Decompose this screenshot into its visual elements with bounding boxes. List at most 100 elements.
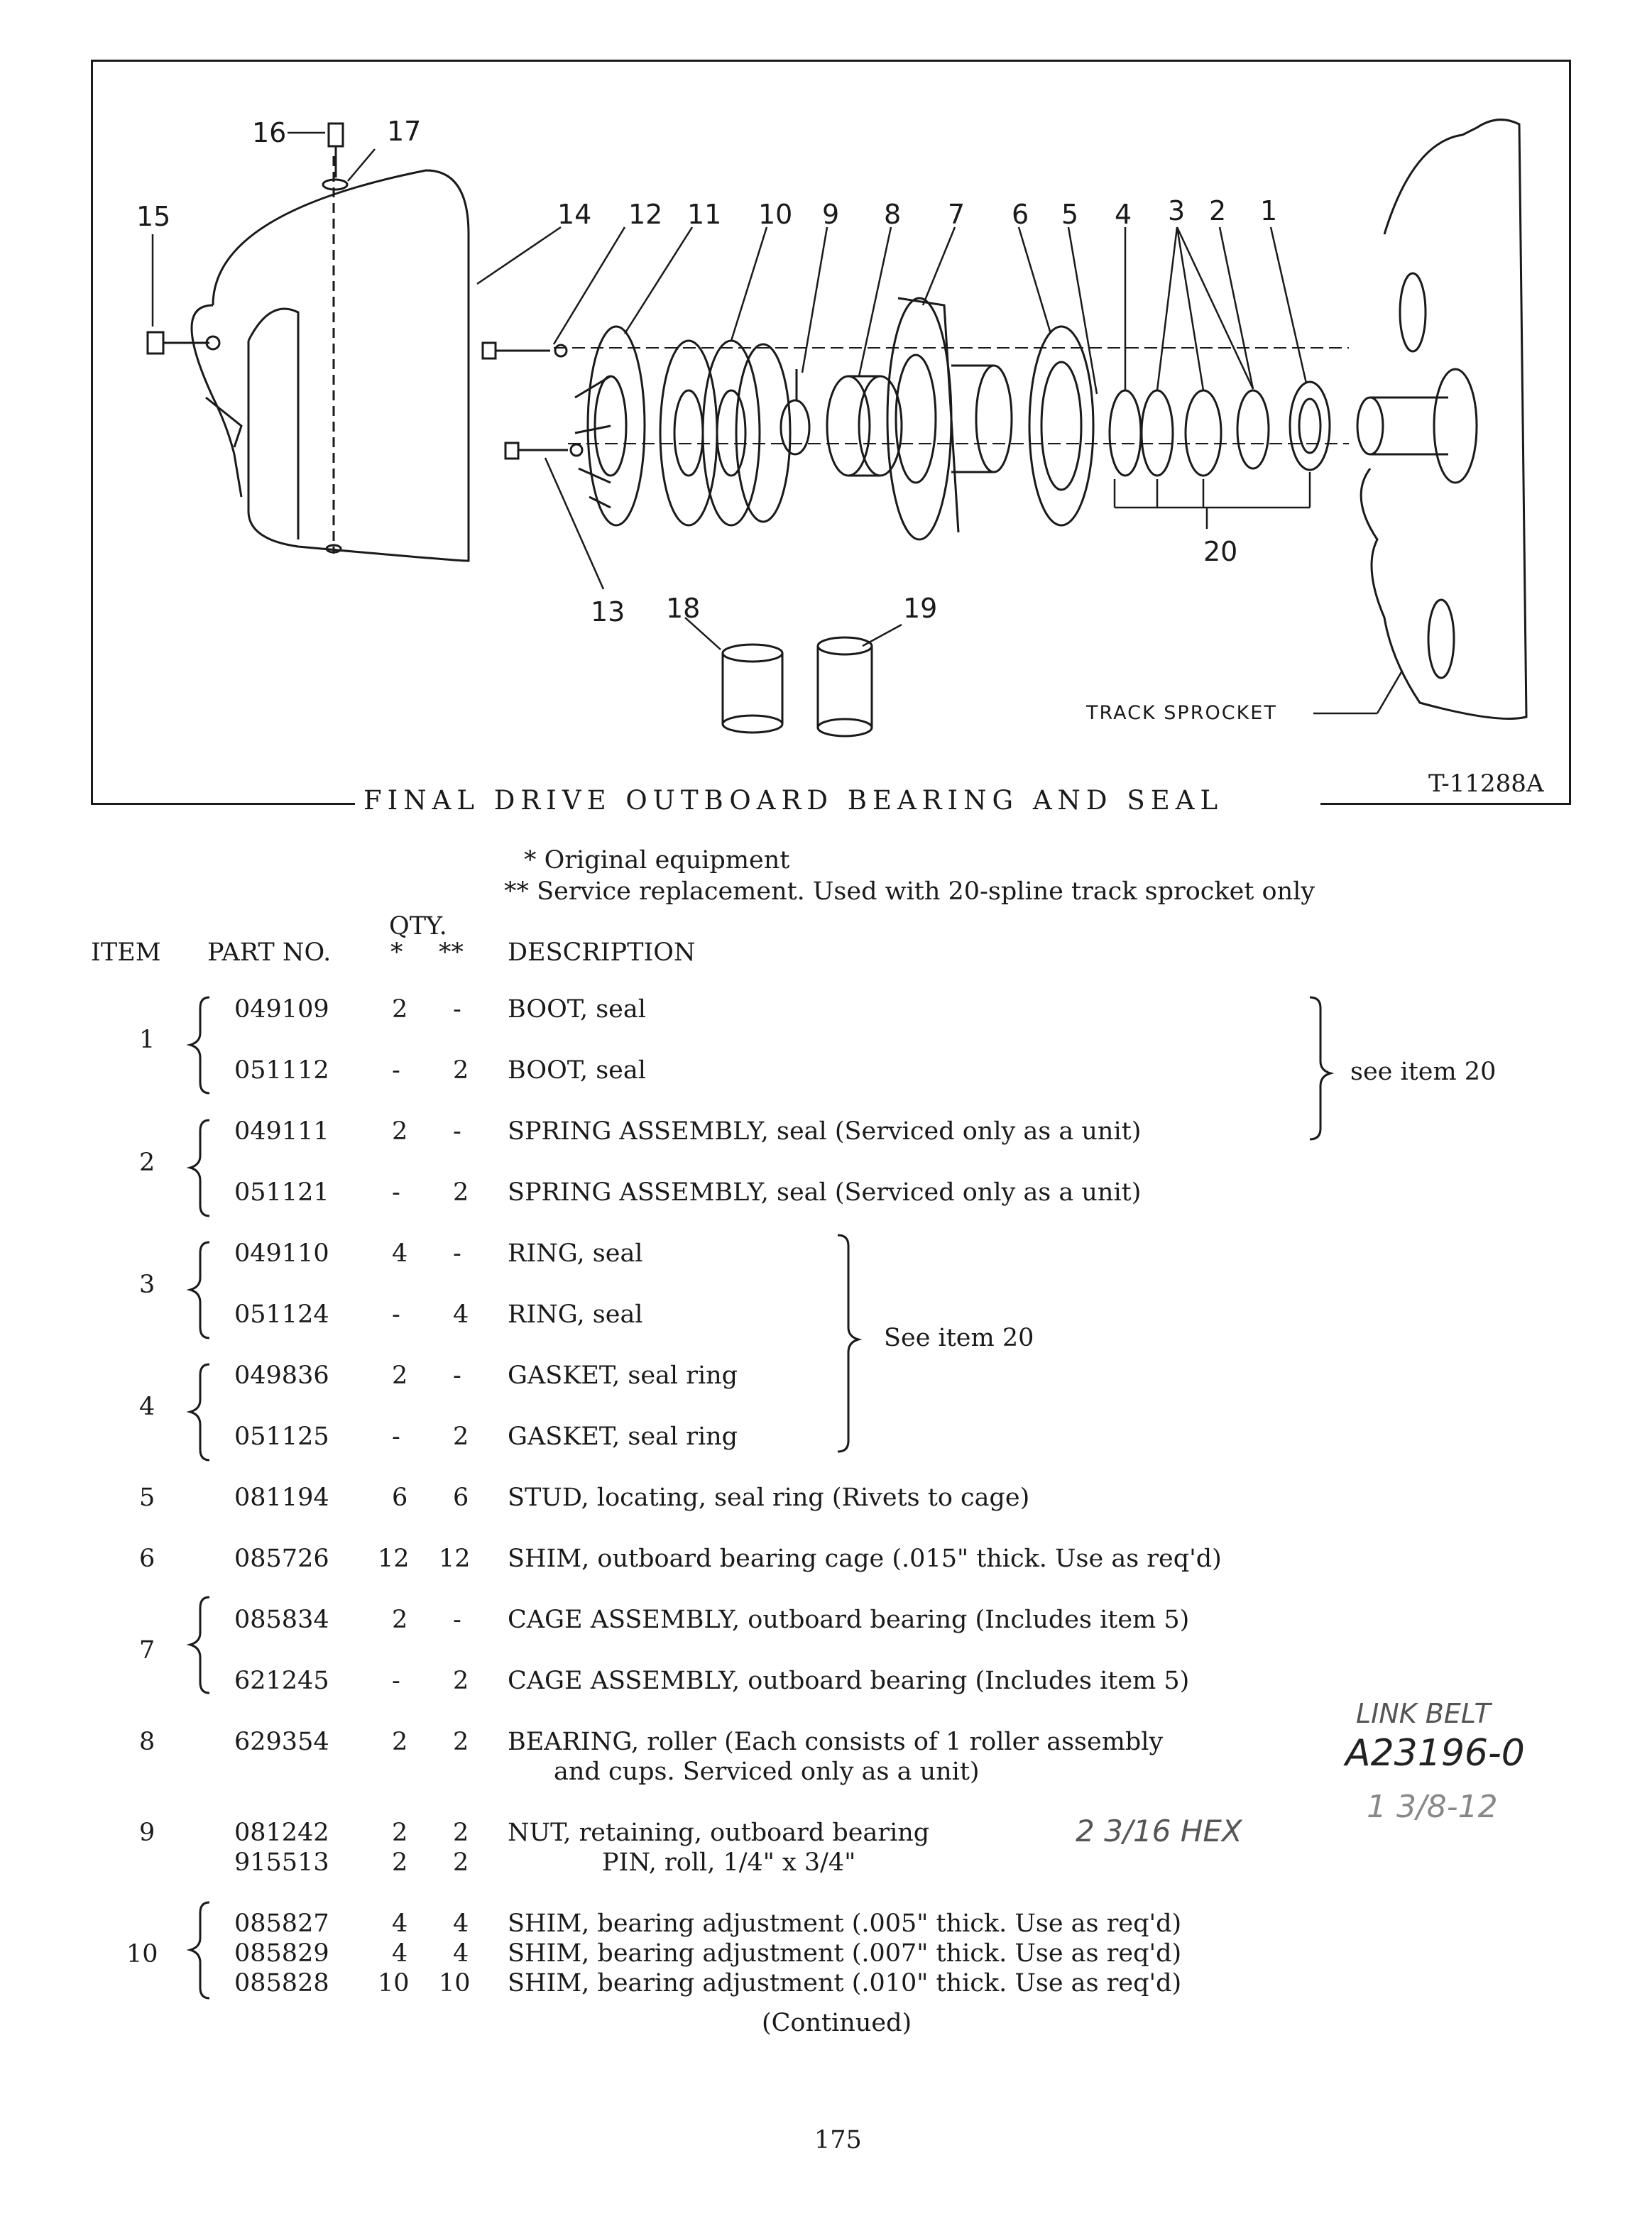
callout-1: 1 <box>1260 195 1277 226</box>
qty-original-header: * <box>390 938 403 967</box>
part-number: 085827 <box>234 1909 329 1938</box>
item-number: 2 <box>139 1149 155 1177</box>
part-description: BOOT, seal <box>508 995 646 1024</box>
qty-service-header: ** <box>439 938 464 967</box>
handwritten-thread-note: 1 3/8-12 <box>1367 1789 1498 1825</box>
qty-original: 2 <box>392 1606 408 1634</box>
callout-11: 11 <box>687 199 721 230</box>
cage-assembly-drawing <box>886 297 1013 541</box>
qty-service: 10 <box>439 1969 471 1997</box>
part-number: 915513 <box>234 1848 329 1877</box>
callout-13: 13 <box>591 596 625 628</box>
callout-6: 6 <box>1012 199 1029 230</box>
part-number: 049111 <box>234 1117 329 1146</box>
callout-18: 18 <box>666 593 700 624</box>
part-description: SHIM, bearing adjustment (.005" thick. U… <box>508 1909 1182 1938</box>
callout-4: 4 <box>1115 199 1132 230</box>
qty-original: 2 <box>392 1361 408 1390</box>
track-sprocket-drawing <box>1356 119 1528 720</box>
part-description: NUT, retaining, outboard bearing <box>508 1819 930 1847</box>
part-description: GASKET, seal ring <box>508 1361 738 1390</box>
part-number: 081242 <box>234 1819 329 1847</box>
qty-service: - <box>453 995 461 1024</box>
part-number: 049836 <box>234 1361 329 1390</box>
cage-shim-drawing <box>1028 325 1095 527</box>
callout-16: 16 <box>252 117 286 148</box>
part-number: 051124 <box>234 1300 329 1329</box>
callout-14: 14 <box>557 199 591 230</box>
callout-10: 10 <box>758 199 792 230</box>
qty-original: 2 <box>392 1728 408 1756</box>
qty-service: 4 <box>453 1300 469 1329</box>
qty-service: - <box>453 1239 461 1268</box>
part-number: 049109 <box>234 995 329 1024</box>
item-number: 1 <box>139 1026 155 1054</box>
qty-original: 2 <box>392 1117 408 1146</box>
qty-original: 10 <box>378 1969 410 1997</box>
part-description: GASKET, seal ring <box>508 1423 738 1451</box>
qty-service: 2 <box>453 1848 469 1877</box>
part-description: SHIM, bearing adjustment (.010" thick. U… <box>508 1969 1182 1997</box>
qty-original: - <box>392 1300 400 1329</box>
callout-19: 19 <box>903 593 937 624</box>
qty-original: 6 <box>392 1484 408 1512</box>
page-number: 175 <box>814 2126 862 2154</box>
qty-original: - <box>392 1178 400 1207</box>
part-description: BEARING, roller (Each consists of 1 roll… <box>508 1728 1164 1756</box>
part-header: PART NO. <box>207 938 332 967</box>
exploded-view-diagram: 16 17 15 14 12 11 10 9 8 7 6 5 4 3 2 1 2… <box>136 116 1569 820</box>
callout-9: 9 <box>822 199 839 230</box>
part-number: 085726 <box>234 1545 329 1573</box>
item-number: 8 <box>139 1728 155 1756</box>
qty-service: - <box>453 1361 461 1390</box>
item-number: 10 <box>126 1940 158 1968</box>
item-header: ITEM <box>91 938 161 967</box>
qty-original: 2 <box>392 995 408 1024</box>
handwritten-link-belt-part: A23196-0 <box>1345 1732 1525 1775</box>
item-number: 3 <box>139 1271 155 1299</box>
continued-note: (Continued) <box>762 2009 912 2037</box>
qty-service: 2 <box>453 1056 469 1085</box>
qty-service: 2 <box>453 1819 469 1847</box>
callout-17: 17 <box>387 116 421 147</box>
part-number: 081194 <box>234 1484 329 1512</box>
part-description: and cups. Serviced only as a unit) <box>554 1758 980 1786</box>
qty-service: - <box>453 1117 461 1146</box>
part-description: CAGE ASSEMBLY, outboard bearing (Include… <box>508 1606 1190 1634</box>
part-number: 085828 <box>234 1969 329 1997</box>
callout-15: 15 <box>136 201 170 232</box>
handwritten-link-belt: LINK BELT <box>1356 1698 1491 1729</box>
part-number: 051125 <box>234 1423 329 1451</box>
legend-service: ** Service replacement. Used with 20-spl… <box>504 877 1315 906</box>
see-item-20-note-b: See item 20 <box>884 1324 1034 1352</box>
bearing-cover-drawing <box>190 156 470 562</box>
qty-service: - <box>453 1606 461 1634</box>
qty-original: 12 <box>378 1545 410 1573</box>
legend-original: * Original equipment <box>524 846 790 875</box>
part-number: 085834 <box>234 1606 329 1634</box>
part-description: PIN, roll, 1/4" x 3/4" <box>602 1848 856 1877</box>
qty-original: - <box>392 1423 400 1451</box>
qty-service: 4 <box>453 1909 469 1938</box>
part-number: 051112 <box>234 1056 329 1085</box>
cap-screw-drawings <box>146 122 584 460</box>
qty-original: 4 <box>392 1939 408 1968</box>
qty-service: 2 <box>453 1178 469 1207</box>
description-header: DESCRIPTION <box>508 938 696 967</box>
part-description: SHIM, outboard bearing cage (.015" thick… <box>508 1545 1222 1573</box>
callout-2: 2 <box>1209 195 1226 226</box>
item-number: 9 <box>139 1819 155 1847</box>
qty-service: 12 <box>439 1545 471 1573</box>
qty-header: QTY. <box>389 912 447 941</box>
part-description: STUD, locating, seal ring (Rivets to cag… <box>508 1484 1030 1512</box>
nut-and-bearing-drawing <box>779 369 903 477</box>
sealant-cans-drawing <box>721 636 873 738</box>
track-sprocket-label: TRACK SPROCKET <box>1085 702 1277 724</box>
part-description: RING, seal <box>508 1300 643 1329</box>
part-description: SHIM, bearing adjustment (.007" thick. U… <box>508 1939 1182 1968</box>
part-number: 051121 <box>234 1178 329 1207</box>
handwritten-hex-note: 2 3/16 HEX <box>1076 1814 1242 1848</box>
qty-original: 2 <box>392 1848 408 1877</box>
part-description: SPRING ASSEMBLY, seal (Serviced only as … <box>508 1117 1142 1146</box>
